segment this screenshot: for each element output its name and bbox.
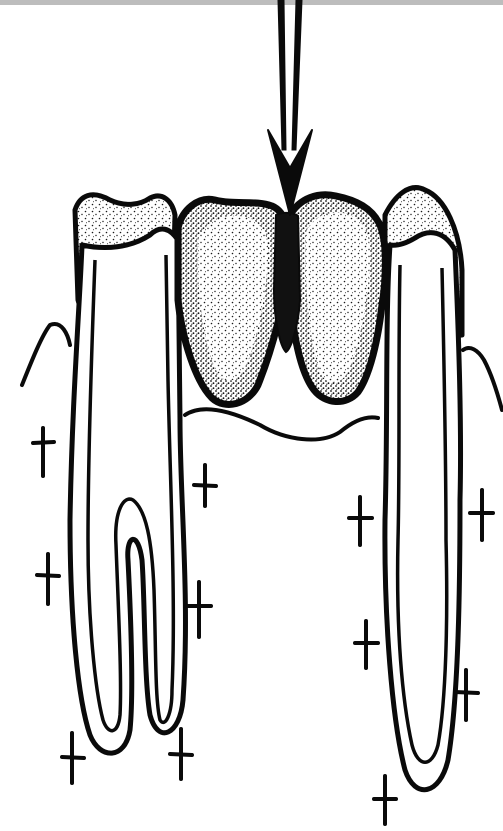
- left-abutment-tooth: [70, 195, 185, 753]
- plus-mark: [62, 733, 84, 783]
- plus-mark: [470, 490, 493, 540]
- plus-mark: [374, 776, 396, 824]
- pontic-left: [178, 199, 288, 404]
- plus-mark: [194, 465, 216, 506]
- plus-mark: [33, 428, 54, 476]
- plus-mark: [355, 621, 378, 668]
- right-abutment-tooth: [385, 188, 462, 790]
- downward-arrow-icon: [268, 0, 312, 215]
- plus-mark: [170, 729, 192, 779]
- plus-mark: [37, 554, 59, 604]
- pontic-right: [274, 195, 386, 402]
- plus-mark: [349, 497, 372, 545]
- plus-mark: [187, 582, 211, 637]
